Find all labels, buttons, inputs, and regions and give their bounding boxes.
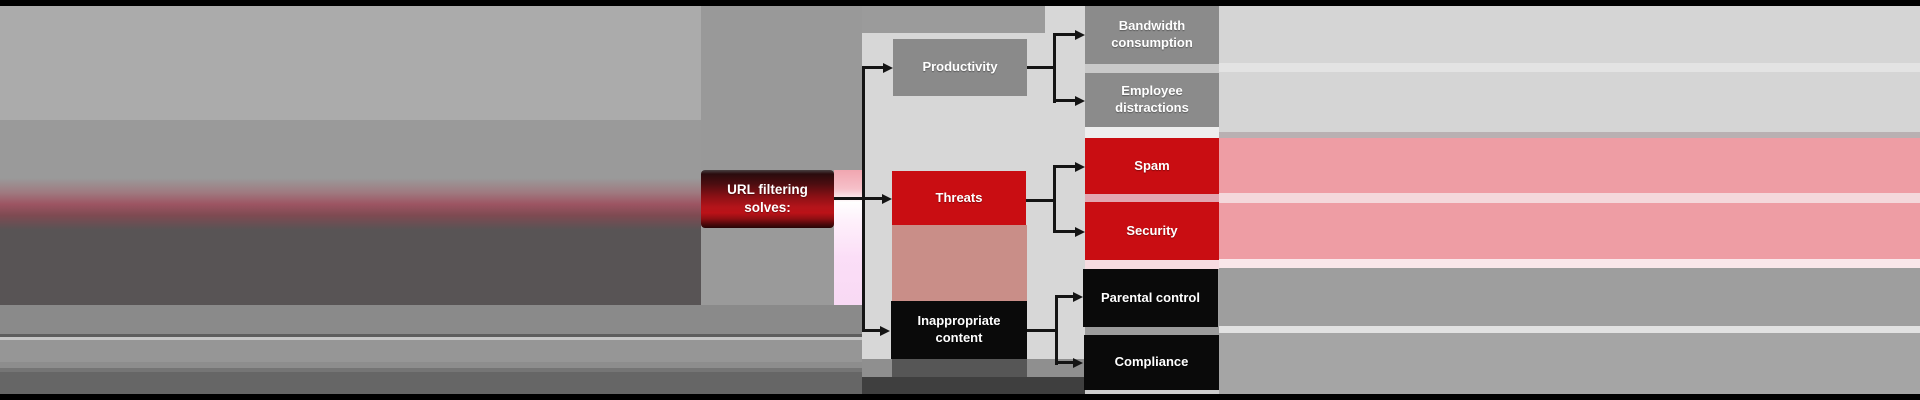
bg-bottom-band-2 (0, 334, 862, 337)
connector-to-security (1053, 230, 1076, 233)
bg-right-gap-2 (1219, 132, 1920, 138)
bg-leaf-gap-1 (1085, 64, 1219, 73)
bg-right-row-compliance (1219, 333, 1920, 394)
bg-bottom-band-7 (0, 372, 862, 394)
bg-center-top-patch (862, 6, 1045, 33)
category-box-threats: Threats (892, 171, 1026, 225)
leaf-label-employee-distractions: Employee distractions (1115, 83, 1189, 115)
letterbox-top-bar (0, 0, 1920, 6)
bg-right-row-security-pink (1219, 203, 1920, 259)
category-label-productivity: Productivity (922, 59, 998, 75)
arrowhead-to-bandwidth (1075, 30, 1085, 40)
connector-to-compliance (1055, 361, 1075, 364)
arrowhead-to-inappropriate (880, 326, 890, 336)
bg-right-gap-1 (1219, 63, 1920, 72)
bg-pink-smear-strip (834, 170, 862, 305)
leaf-box-spam: Spam (1085, 138, 1219, 194)
bg-leaf-gap-6 (1085, 390, 1219, 394)
leaf-label-security: Security (1126, 222, 1178, 238)
connector-threats-out (1026, 199, 1056, 202)
bg-salmon-smear-column (892, 225, 1027, 301)
connector-to-threats (862, 197, 883, 200)
letterbox-bottom-bar (0, 394, 1920, 400)
bg-leaf-gap-4 (1085, 260, 1219, 269)
arrowhead-to-parental (1073, 292, 1083, 302)
arrowhead-to-spam (1075, 162, 1085, 172)
bg-under-panel-shadow (892, 359, 1027, 377)
bg-left-mid-band (0, 120, 701, 178)
bg-left-light-band (0, 6, 701, 120)
connector-to-bandwidth (1053, 33, 1076, 36)
bg-bottom-band-3 (0, 337, 862, 340)
connector-to-productivity (862, 66, 884, 69)
leaf-box-employee-distractions: Employee distractions (1085, 73, 1219, 127)
bg-mid-upper-band (701, 6, 862, 170)
category-box-inappropriate-content: Inappropriate content (891, 301, 1027, 359)
bg-bottom-band-4 (0, 340, 862, 362)
arrowhead-to-productivity (883, 63, 893, 73)
connector-inappropriate-bracket (1055, 295, 1058, 365)
bg-leaf-gap-2 (1085, 127, 1219, 138)
bg-leaf-gap-5 (1085, 327, 1219, 335)
connector-threats-bracket (1053, 165, 1056, 233)
category-label-inappropriate-content: Inappropriate content (917, 313, 1001, 345)
root-box-label: URL filtering solves: (727, 182, 808, 215)
arrowhead-to-employee (1075, 96, 1085, 106)
leaf-box-compliance: Compliance (1084, 335, 1219, 390)
connector-root-out (834, 197, 864, 200)
connector-productivity-out (1027, 66, 1056, 69)
bg-left-red-smear-band (0, 178, 701, 230)
leaf-box-security: Security (1085, 202, 1219, 260)
bg-leaf-gap-3 (1085, 194, 1219, 202)
bg-bottom-band-6 (0, 368, 862, 372)
leaf-label-bandwidth-consumption: Bandwidth consumption (1111, 18, 1193, 50)
arrowhead-to-compliance (1073, 358, 1083, 368)
category-box-productivity: Productivity (893, 39, 1027, 96)
arrowhead-to-threats (882, 194, 892, 204)
bg-under-panel-dark (862, 377, 1085, 394)
bg-right-row-spam-pink (1219, 138, 1920, 193)
leaf-label-parental-control: Parental control (1101, 289, 1200, 305)
bg-bottom-band-5 (0, 362, 862, 368)
bg-bottom-band-1 (0, 305, 862, 334)
leaf-box-parental-control: Parental control (1083, 269, 1218, 327)
connector-to-spam (1053, 165, 1076, 168)
leaf-box-bandwidth-consumption: Bandwidth consumption (1085, 6, 1219, 64)
bg-right-row-employee (1219, 72, 1920, 132)
arrowhead-to-security (1075, 227, 1085, 237)
bg-left-dark-band (0, 230, 701, 305)
bg-right-row-parental (1219, 268, 1920, 326)
connector-inappropriate-out (1027, 329, 1058, 332)
connector-to-inappropriate (862, 329, 882, 332)
bg-right-gap-3 (1219, 193, 1920, 203)
bg-right-gap-4 (1219, 259, 1920, 268)
connector-productivity-bracket (1053, 33, 1056, 103)
bg-right-row-bandwidth (1219, 6, 1920, 63)
category-label-threats: Threats (935, 189, 983, 205)
leaf-label-spam: Spam (1134, 157, 1170, 173)
connector-to-employee (1053, 99, 1076, 102)
leaf-label-compliance: Compliance (1114, 354, 1189, 370)
bg-right-gap-5 (1219, 326, 1920, 333)
root-box-url-filtering: URL filtering solves: (701, 170, 834, 228)
connector-to-parental (1055, 295, 1075, 298)
